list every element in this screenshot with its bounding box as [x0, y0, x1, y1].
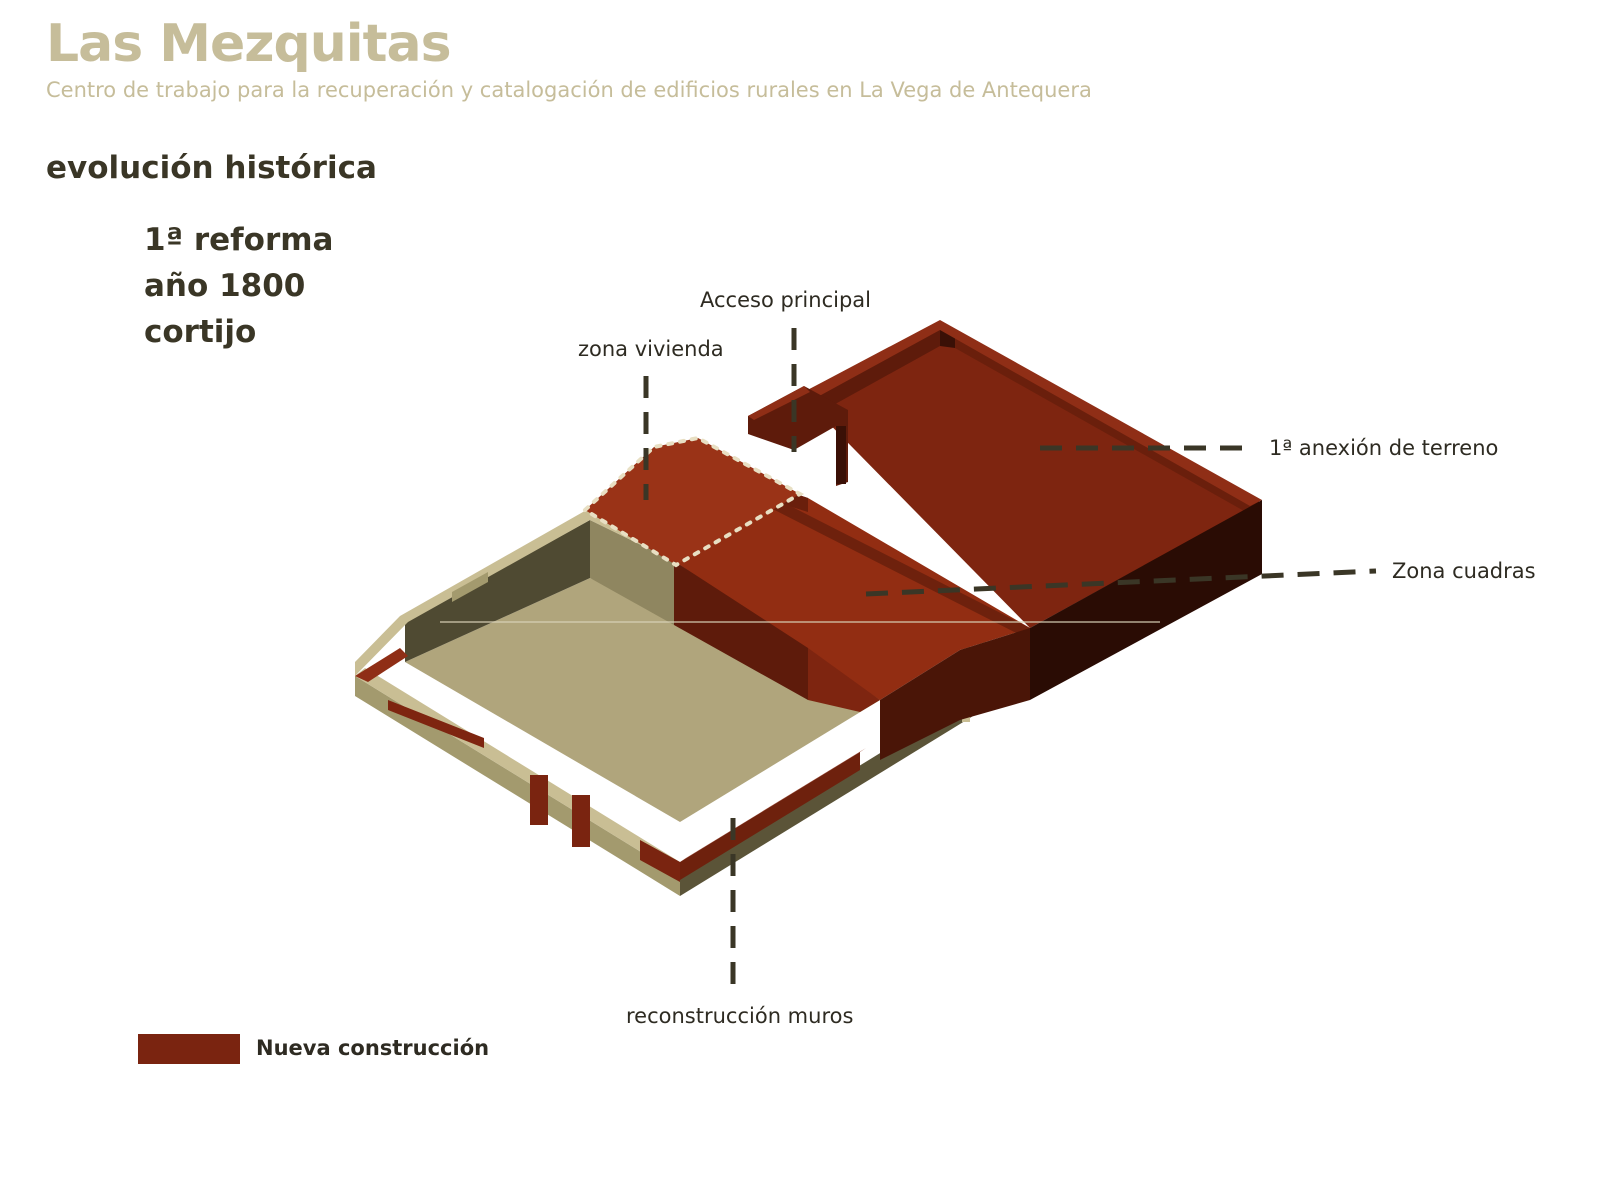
leader-cuadras [865, 568, 1377, 597]
app-title: Las Mezquitas [46, 14, 452, 74]
dwelling-zone-outline [583, 435, 805, 568]
label-acceso-principal: Acceso principal [700, 288, 871, 312]
label-zona-vivienda: zona vivienda [578, 337, 724, 361]
phase-reform: 1ª reforma [144, 222, 334, 258]
section-title: evolución histórica [46, 150, 377, 186]
leader-lines [643, 328, 1377, 996]
label-anexion-terreno: 1ª anexión de terreno [1269, 436, 1499, 460]
app-subtitle: Centro de trabajo para la recuperación y… [46, 78, 1092, 102]
phase-type: cortijo [144, 314, 257, 350]
label-zona-cuadras: Zona cuadras [1392, 559, 1536, 583]
new-construction [355, 320, 1262, 882]
phase-year: año 1800 [144, 268, 306, 304]
legend-swatch [138, 1034, 240, 1064]
label-reconstruccion-muros: reconstrucción muros [626, 1004, 854, 1028]
legend-label: Nueva construcción [256, 1036, 490, 1060]
